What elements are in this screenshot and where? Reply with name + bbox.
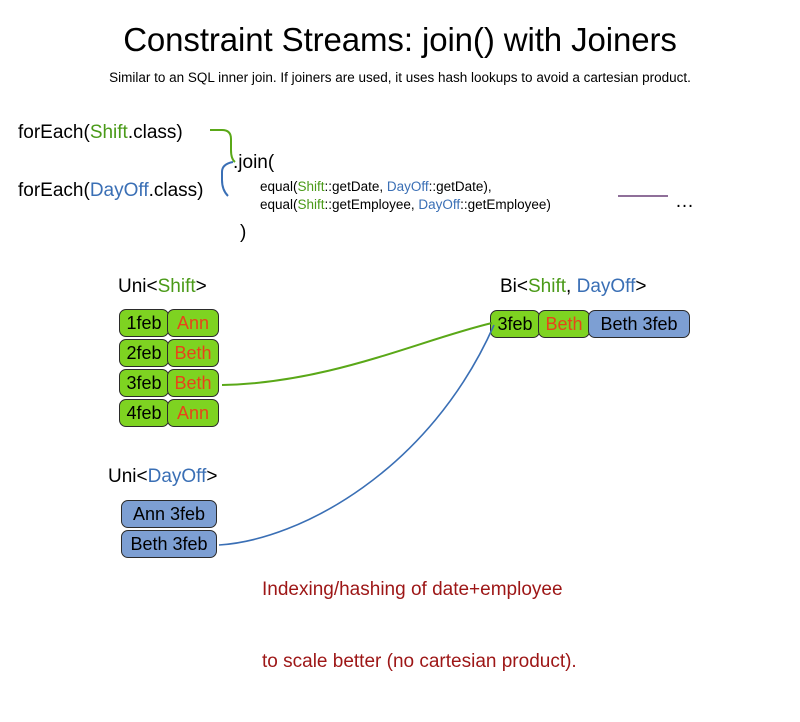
annotation-text: Indexing/hashing of date+employee to sca… (262, 530, 577, 722)
code-join-arg-employee-left-type: Shift (297, 197, 325, 212)
bi-shift-date-cell: 3feb (490, 310, 540, 338)
code-foreach-shift-type: Shift (89, 122, 128, 143)
bi-fact-row: 3feb Beth Beth 3feb (490, 310, 690, 338)
shift-employee-cell: Beth (167, 369, 219, 397)
code-foreach-dayoff-type: DayOff (89, 180, 149, 201)
label-bi-type-a: Shift (528, 276, 567, 297)
code-join-arg-date-left-method: ::getDate, (324, 179, 387, 194)
connector-shift-to-join (210, 129, 236, 163)
code-foreach-dayoff-prefix: forEach( (18, 180, 90, 201)
label-uni-shift: Uni<Shift> (118, 275, 207, 299)
bi-dayoff-cell: Beth 3feb (588, 310, 690, 338)
shift-fact-row: 4feb Ann (119, 399, 219, 427)
dayoff-cell: Ann 3feb (121, 500, 217, 528)
slide-canvas: Constraint Streams: join() with Joiners … (18, 21, 694, 672)
code-join-arg-date-right-method: ::getDate), (428, 179, 492, 194)
label-uni-shift-prefix: Uni< (118, 276, 158, 297)
connector-dayoff-row-to-bi (218, 324, 495, 546)
code-join-arg-date-left-type: Shift (297, 179, 325, 194)
code-foreach-shift-prefix: forEach( (18, 122, 90, 143)
bi-shift-employee-cell: Beth (538, 310, 590, 338)
page-subtitle: Similar to an SQL inner join. If joiners… (109, 70, 691, 85)
shift-date-cell: 3feb (119, 369, 169, 397)
code-ellipsis: … (675, 191, 694, 212)
code-foreach-dayoff: forEach(DayOff.class) (18, 179, 204, 203)
shift-employee-cell: Ann (167, 309, 219, 337)
code-foreach-shift-suffix: .class) (127, 122, 183, 143)
code-foreach-dayoff-suffix: .class) (148, 180, 204, 201)
label-bi-separator: , (566, 276, 577, 297)
label-uni-dayoff-prefix: Uni< (108, 466, 148, 487)
code-join-arg-employee: equal(Shift::getEmployee, DayOff::getEmp… (260, 196, 551, 214)
shift-employee-cell: Beth (167, 339, 219, 367)
dayoff-fact-row: Ann 3feb (121, 500, 217, 528)
dayoff-fact-row: Beth 3feb (121, 530, 217, 558)
code-join-arg-employee-right-method: ::getEmployee) (460, 197, 551, 212)
code-join-arg-date-right-type: DayOff (386, 179, 429, 194)
code-join-arg-employee-prefix: equal( (260, 197, 298, 212)
code-join-open: .join( (233, 152, 275, 173)
connector-shift-row-to-bi (221, 322, 493, 386)
label-bi-shift-dayoff: Bi<Shift, DayOff> (500, 275, 646, 299)
annotation-line-1: Indexing/hashing of date+employee (262, 579, 563, 600)
label-uni-dayoff-type: DayOff (147, 466, 207, 487)
label-bi-type-b: DayOff (576, 276, 636, 297)
label-bi-prefix: Bi< (500, 276, 528, 297)
dayoff-cell: Beth 3feb (121, 530, 217, 558)
shift-employee-cell: Ann (167, 399, 219, 427)
connector-dayoff-to-join (221, 161, 234, 197)
shift-fact-row: 2feb Beth (119, 339, 219, 367)
code-join-arg-employee-left-method: ::getEmployee, (324, 197, 419, 212)
label-bi-suffix: > (635, 276, 647, 297)
page-title: Constraint Streams: join() with Joiners (123, 21, 677, 58)
label-uni-dayoff-suffix: > (206, 466, 218, 487)
code-foreach-shift: forEach(Shift.class) (18, 121, 183, 145)
annotation-line-2: to scale better (no cartesian product). (262, 651, 577, 672)
code-join-close: ) (240, 222, 247, 243)
shift-fact-row: 1feb Ann (119, 309, 219, 337)
shift-fact-row: 3feb Beth (119, 369, 219, 397)
code-join-arg-date-prefix: equal( (260, 179, 298, 194)
code-join-arg-date: equal(Shift::getDate, DayOff::getDate), (260, 178, 492, 196)
shift-date-cell: 2feb (119, 339, 169, 367)
shift-date-cell: 4feb (119, 399, 169, 427)
shift-date-cell: 1feb (119, 309, 169, 337)
label-uni-shift-suffix: > (195, 276, 207, 297)
code-join-arg-employee-right-type: DayOff (418, 197, 461, 212)
connector-overlay (210, 129, 668, 546)
label-uni-dayoff: Uni<DayOff> (108, 465, 218, 489)
label-uni-shift-type: Shift (157, 276, 196, 297)
